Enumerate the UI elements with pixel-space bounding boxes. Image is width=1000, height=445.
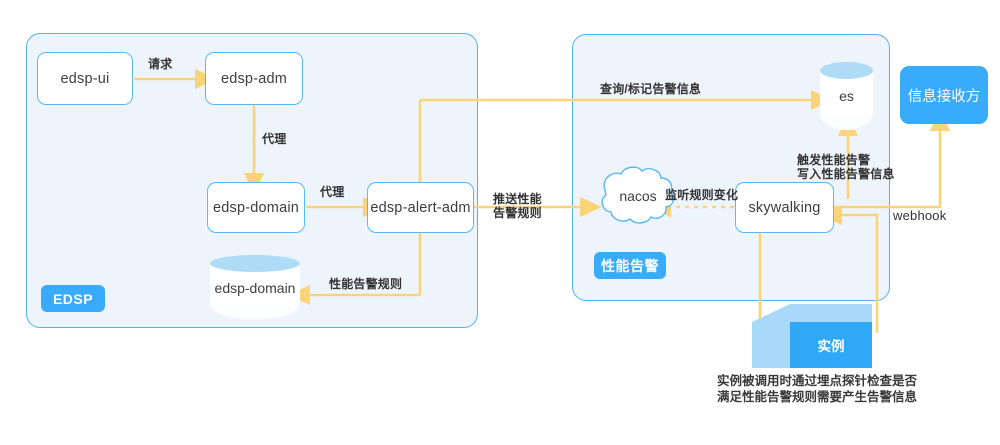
node-edsp-domain-db[interactable]: edsp-domain [210,255,300,320]
edge-label-proxy-domain-alert: 代理 [320,185,345,199]
cylinder-top-ellipse [820,62,873,79]
node-label: es [839,88,854,104]
tag-perf-alert: 性能告警 [594,252,666,279]
node-es[interactable]: es [820,62,873,130]
edge-label-listen-rule-change: 监听规则变化 [665,188,739,202]
tag-edsp: EDSP [41,285,105,312]
edge-label-webhook: webhook [893,208,947,223]
edge-label-proxy-adm-domain: 代理 [262,132,287,146]
edge-instance-to-skywalking [820,204,879,333]
cube-front-face: 实例 [790,322,872,368]
cylinder-top-ellipse [210,255,300,272]
edge-label-perf-alert-rule: 性能告警规则 [329,277,403,291]
node-nacos[interactable]: nacos [599,165,677,227]
node-edsp-alert-adm[interactable]: edsp-alert-adm [367,182,474,233]
node-edsp-adm[interactable]: edsp-adm [205,52,303,105]
node-edsp-ui[interactable]: edsp-ui [37,52,133,105]
node-label: nacos [619,188,657,204]
edge-label-push-perf-rule: 推送性能 告警规则 [493,192,542,220]
cylinder-body [210,263,300,320]
edge-label-trigger-write-alert: 触发性能告警 写入性能告警信息 [797,153,895,181]
node-label: edsp-domain [214,279,296,296]
edge-label-query-mark-alert: 查询/标记告警信息 [600,82,702,96]
node-skywalking[interactable]: skywalking [735,182,834,233]
node-receiver[interactable]: 信息接收方 [900,66,988,124]
edge-webhook [834,109,951,209]
cylinder-body [820,70,873,130]
node-edsp-domain[interactable]: edsp-domain [207,182,305,233]
instance-caption: 实例被调用时通过埋点探针检查是否 满足性能告警规则需要产生告警信息 [717,374,918,404]
node-instance[interactable]: 实例 [752,304,872,368]
cloud-shape-nacos [601,166,675,224]
edge-label-request: 请求 [148,57,173,71]
